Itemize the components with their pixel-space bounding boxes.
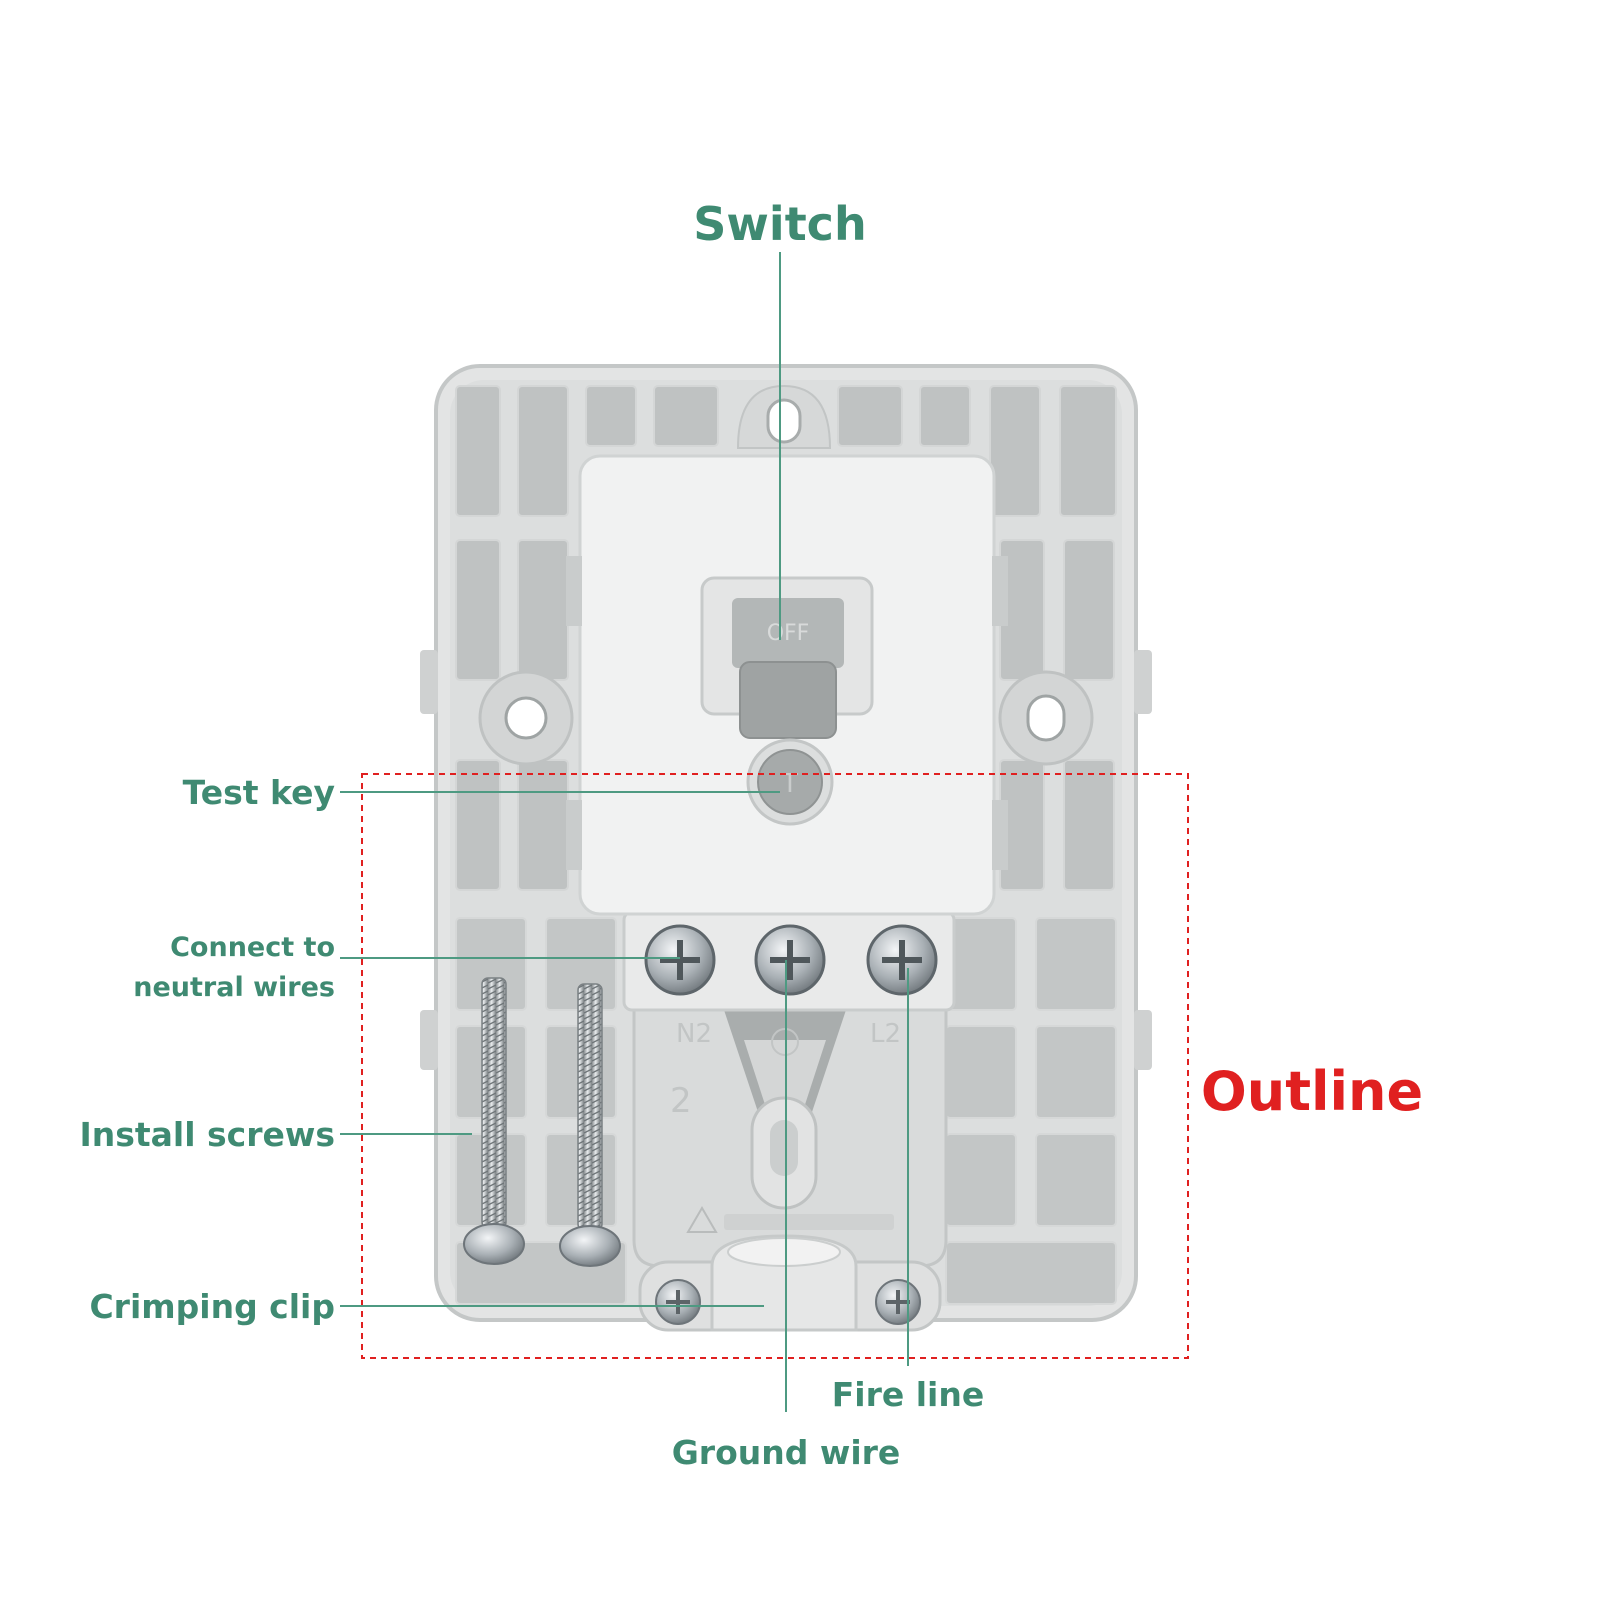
breaker-toggle: OFF [700,576,874,739]
terminal-block [622,910,956,1012]
top-rib-cells [455,385,1117,891]
install-screw-left [463,977,525,1265]
install-screw-right [559,983,621,1267]
switch-state-label: OFF [767,621,810,646]
terminal-label-l2: L2 [870,1019,901,1049]
neutral-terminal-screw-icon [644,924,716,996]
warning-triangle-icon [686,1206,718,1233]
clip-screw-right-icon [875,1279,921,1325]
label-fire-line: Fire line [832,1375,985,1414]
mounting-hole-right [998,670,1094,766]
terminal-housing: N2 L2 2 [632,1002,948,1268]
label-crimping-clip: Crimping clip [89,1287,335,1326]
leader-lines [340,252,909,1412]
terminal-label-n2: N2 [676,1019,712,1049]
test-key-marking: T [781,769,798,799]
test-key-button: T [746,738,834,826]
lower-rib-grid [455,917,1117,1305]
label-switch: Switch [693,197,866,251]
live-terminal-screw-icon [866,924,938,996]
warning-text-mark [724,1214,894,1230]
clip-screw-left-icon [655,1279,701,1325]
label-install-screws: Install screws [79,1115,335,1154]
label-outline: Outline [1201,1060,1423,1123]
label-test-key: Test key [183,773,335,812]
mounting-hole-left [478,670,574,766]
label-ground-wire: Ground wire [672,1433,901,1472]
label-neutral-line2: neutral wires [133,972,335,1003]
mounting-hole-top [736,384,832,449]
outline-dashed-box [361,773,1189,1359]
label-neutral-line1: Connect to [170,932,335,963]
terminal-number: 2 [670,1081,692,1121]
side-tabs [420,650,1152,1070]
ground-terminal-screw-icon [754,924,826,996]
